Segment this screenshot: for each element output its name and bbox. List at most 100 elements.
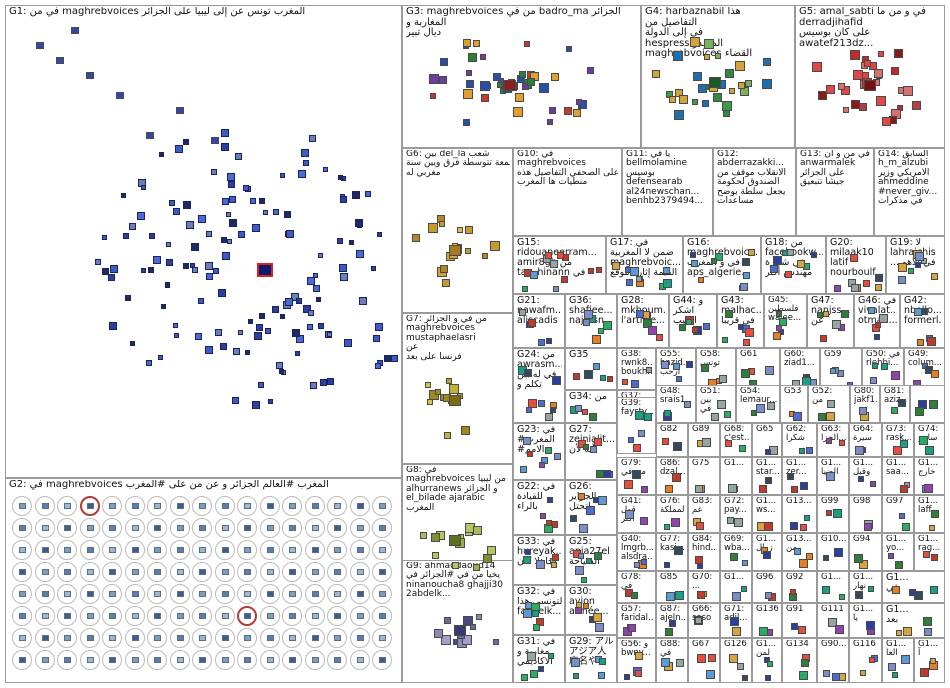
node-avatar[interactable] (930, 586, 938, 594)
node-avatar[interactable] (312, 635, 319, 641)
node-avatar[interactable] (545, 252, 552, 259)
node-avatar[interactable] (625, 510, 634, 519)
node-avatar[interactable] (480, 81, 490, 91)
node-avatar[interactable] (656, 334, 663, 341)
node-avatar[interactable] (435, 389, 441, 395)
node-avatar[interactable] (763, 551, 771, 559)
node-avatar[interactable] (666, 592, 675, 601)
node-avatar[interactable] (440, 265, 448, 273)
node-avatar[interactable] (379, 657, 386, 663)
node-avatar[interactable] (222, 569, 229, 575)
node-avatar[interactable] (267, 591, 274, 597)
node-avatar[interactable] (581, 577, 587, 583)
node-avatar[interactable] (165, 283, 170, 288)
node-avatar[interactable] (875, 274, 883, 282)
node-avatar[interactable] (717, 400, 726, 409)
node-avatar[interactable] (470, 624, 476, 630)
node-avatar[interactable] (804, 515, 810, 521)
node-avatar[interactable] (860, 670, 866, 676)
node-avatar[interactable] (463, 39, 471, 47)
node-avatar[interactable] (891, 407, 898, 414)
node-avatar[interactable] (440, 58, 448, 66)
node-avatar[interactable] (665, 628, 673, 636)
node-avatar[interactable] (551, 562, 557, 568)
node-avatar[interactable] (86, 72, 94, 79)
node-avatar[interactable] (552, 554, 559, 561)
node-avatar[interactable] (551, 73, 559, 81)
node-avatar[interactable] (851, 100, 860, 109)
node-avatar[interactable] (735, 61, 745, 71)
node-avatar[interactable] (550, 407, 556, 413)
node-avatar[interactable] (919, 436, 928, 445)
node-avatar[interactable] (603, 470, 611, 478)
node-avatar[interactable] (762, 79, 772, 89)
node-avatar[interactable] (759, 627, 768, 636)
node-avatar[interactable] (879, 314, 888, 323)
node-avatar[interactable] (174, 333, 179, 338)
node-avatar[interactable] (87, 503, 94, 509)
node-avatar[interactable] (64, 525, 71, 531)
node-avatar[interactable] (914, 591, 923, 600)
node-avatar[interactable] (765, 675, 771, 681)
node-avatar[interactable] (843, 107, 849, 113)
node-avatar[interactable] (598, 328, 604, 334)
node-avatar[interactable] (607, 376, 613, 382)
node-avatar[interactable] (292, 329, 300, 337)
node-avatar[interactable] (741, 369, 750, 378)
node-avatar[interactable] (87, 547, 94, 553)
node-avatar[interactable] (289, 503, 296, 509)
node-avatar[interactable] (764, 522, 773, 531)
node-avatar[interactable] (359, 297, 367, 305)
node-avatar[interactable] (820, 335, 827, 342)
node-avatar[interactable] (289, 547, 296, 553)
node-avatar[interactable] (917, 339, 924, 346)
node-avatar[interactable] (899, 513, 905, 519)
node-avatar[interactable] (549, 107, 556, 114)
node-avatar[interactable] (177, 569, 184, 575)
node-avatar[interactable] (312, 547, 319, 553)
node-avatar[interactable] (64, 503, 71, 509)
node-avatar[interactable] (673, 51, 683, 61)
node-avatar[interactable] (19, 525, 26, 531)
node-avatar[interactable] (289, 657, 296, 663)
node-avatar[interactable] (420, 532, 427, 539)
node-avatar[interactable] (595, 623, 604, 632)
node-avatar[interactable] (538, 400, 545, 407)
node-avatar[interactable] (233, 348, 240, 355)
node-avatar[interactable] (725, 440, 732, 447)
node-avatar[interactable] (206, 231, 212, 237)
node-avatar[interactable] (42, 569, 49, 575)
node-avatar[interactable] (64, 569, 71, 575)
node-avatar[interactable] (790, 522, 798, 530)
node-avatar[interactable] (812, 62, 822, 72)
node-avatar[interactable] (686, 319, 692, 325)
node-avatar[interactable] (339, 264, 347, 272)
node-avatar[interactable] (909, 589, 916, 596)
hub-node-maghrebvoices[interactable] (257, 263, 273, 277)
node-avatar[interactable] (384, 355, 391, 362)
node-avatar[interactable] (166, 242, 171, 247)
node-avatar[interactable] (312, 569, 319, 575)
node-avatar[interactable] (497, 82, 503, 88)
node-avatar[interactable] (229, 219, 237, 227)
node-avatar[interactable] (244, 657, 251, 663)
node-avatar[interactable] (525, 549, 531, 555)
node-avatar[interactable] (826, 412, 835, 421)
node-avatar[interactable] (476, 614, 482, 620)
node-avatar[interactable] (259, 313, 265, 319)
node-avatar[interactable] (851, 284, 859, 292)
node-avatar[interactable] (732, 592, 741, 601)
node-avatar[interactable] (355, 219, 363, 227)
node-avatar[interactable] (391, 355, 398, 362)
node-avatar[interactable] (310, 382, 317, 389)
node-avatar[interactable] (524, 369, 532, 377)
node-avatar[interactable] (42, 525, 49, 531)
node-avatar[interactable] (238, 231, 245, 238)
node-avatar[interactable] (612, 262, 620, 270)
node-avatar[interactable] (891, 67, 899, 75)
node-avatar[interactable] (875, 284, 882, 291)
node-avatar[interactable] (154, 503, 161, 509)
node-avatar[interactable] (141, 185, 146, 190)
node-avatar[interactable] (466, 70, 472, 76)
node-avatar[interactable] (349, 240, 354, 245)
